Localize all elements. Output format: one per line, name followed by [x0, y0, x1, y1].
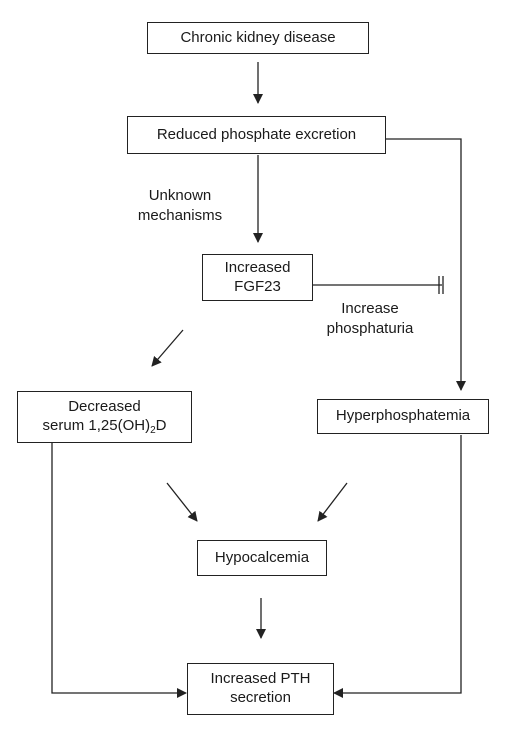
label-phosphaturia-line1: Increase: [341, 300, 399, 317]
node-hypocalcemia-label: Hypocalcemia: [214, 548, 310, 566]
arrow-hyperphosphatemia-to-hypocalcemia: [317, 482, 348, 522]
node-reduced-phosphate-excretion-label: Reduced phosphate excretion: [156, 125, 357, 143]
node-decreased-line2-sub: 2: [150, 425, 156, 436]
label-phosphaturia-line2: phosphaturia: [326, 319, 414, 337]
node-increased-fgf23: Increased FGF23: [202, 254, 313, 301]
label-unknown-mechanisms: Unknown mechanisms: [118, 186, 242, 225]
node-increased-pth-secretion: Increased PTH secretion: [187, 663, 334, 715]
node-decreased-line2-post: D: [155, 417, 167, 434]
arrow-fgf23-to-decreased: [151, 329, 184, 367]
node-reduced-phosphate-excretion: Reduced phosphate excretion: [127, 116, 386, 154]
node-fgf23-line1: Increased: [224, 258, 291, 276]
label-unknown-line1: Unknown: [148, 187, 212, 204]
arrow-decreased-to-hypocalcemia: [166, 482, 198, 522]
node-pth-line1: Increased PTH: [210, 670, 311, 688]
arrow-decreased-to-pth: [51, 443, 187, 698]
arrow-hyperphosphatemia-to-pth: [333, 435, 462, 698]
node-decreased-line1: Decreased: [68, 398, 141, 416]
node-decreased-vitamin-d: Decreased serum 1,25(OH)2D: [17, 391, 192, 443]
arrow-reduced-to-hyperphosphatemia: [386, 138, 466, 391]
node-chronic-kidney-disease: Chronic kidney disease: [147, 22, 369, 54]
node-decreased-line2-pre: serum 1,25(OH): [42, 417, 151, 434]
label-unknown-line2: mechanisms: [137, 206, 223, 224]
node-fgf23-line2: FGF23: [234, 277, 281, 295]
node-hypocalcemia: Hypocalcemia: [197, 540, 327, 576]
node-hyperphosphatemia-label: Hyperphosphatemia: [335, 407, 471, 425]
node-pth-line2: secretion: [230, 689, 291, 706]
label-increase-phosphaturia: Increase phosphaturia: [315, 299, 425, 338]
node-decreased-line2: serum 1,25(OH)2D: [43, 417, 167, 436]
node-hyperphosphatemia: Hyperphosphatemia: [317, 399, 489, 434]
node-chronic-kidney-disease-label: Chronic kidney disease: [180, 28, 336, 46]
